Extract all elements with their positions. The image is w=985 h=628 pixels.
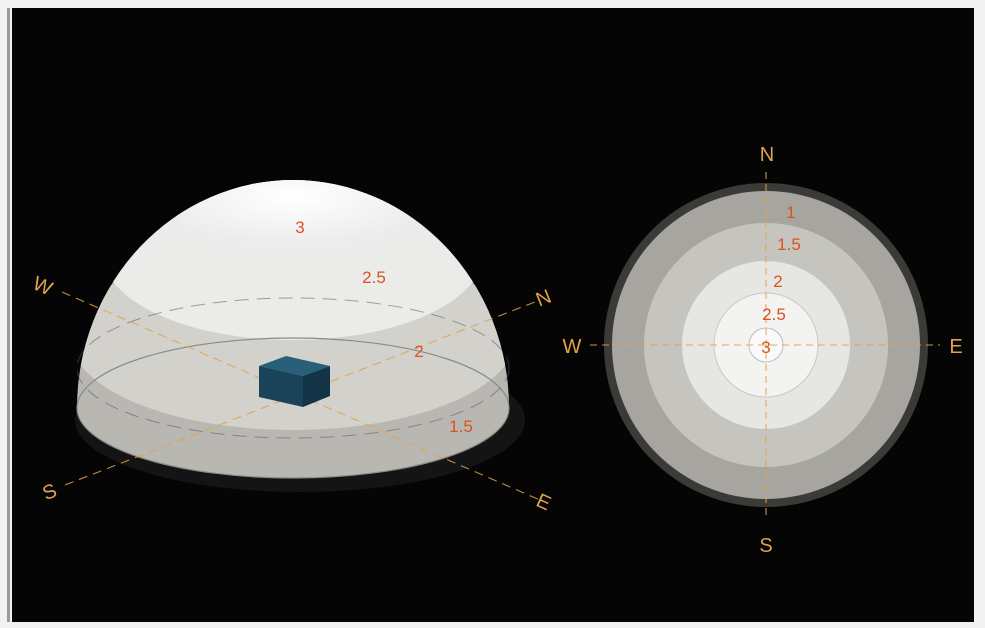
plan-label-3: 3 bbox=[761, 338, 770, 357]
plan-label-1-5: 1.5 bbox=[777, 235, 801, 254]
dome-base-outline bbox=[76, 337, 510, 479]
dome-label-1-5: 1.5 bbox=[449, 417, 473, 436]
sky-dome: 3 2.5 2 1.5 W N S E bbox=[29, 180, 555, 516]
dome-label-3: 3 bbox=[295, 218, 304, 237]
plan-label-2-5: 2.5 bbox=[762, 305, 786, 324]
dome-inner-circle bbox=[76, 297, 510, 439]
plan-direction-s: S bbox=[759, 535, 772, 557]
plan-direction-e: E bbox=[949, 336, 962, 358]
plan-direction-w: W bbox=[563, 336, 582, 358]
dome-direction-e: E bbox=[533, 490, 554, 516]
dome-label-2: 2 bbox=[414, 342, 423, 361]
axis-s-n bbox=[64, 299, 541, 486]
plan-label-2: 2 bbox=[773, 272, 782, 291]
dome-direction-w: W bbox=[29, 273, 55, 301]
sky-plan-view: 1 1.5 2 2.5 3 N S W E bbox=[563, 144, 963, 557]
dome-direction-s: S bbox=[39, 480, 60, 505]
plan-direction-n: N bbox=[760, 144, 774, 166]
band-3 bbox=[175, 180, 411, 251]
frame-edge bbox=[7, 8, 10, 622]
dome-label-2-5: 2.5 bbox=[362, 268, 386, 287]
dome-direction-n: N bbox=[533, 286, 555, 312]
building-box bbox=[259, 356, 330, 407]
plan-label-1: 1 bbox=[786, 203, 795, 222]
